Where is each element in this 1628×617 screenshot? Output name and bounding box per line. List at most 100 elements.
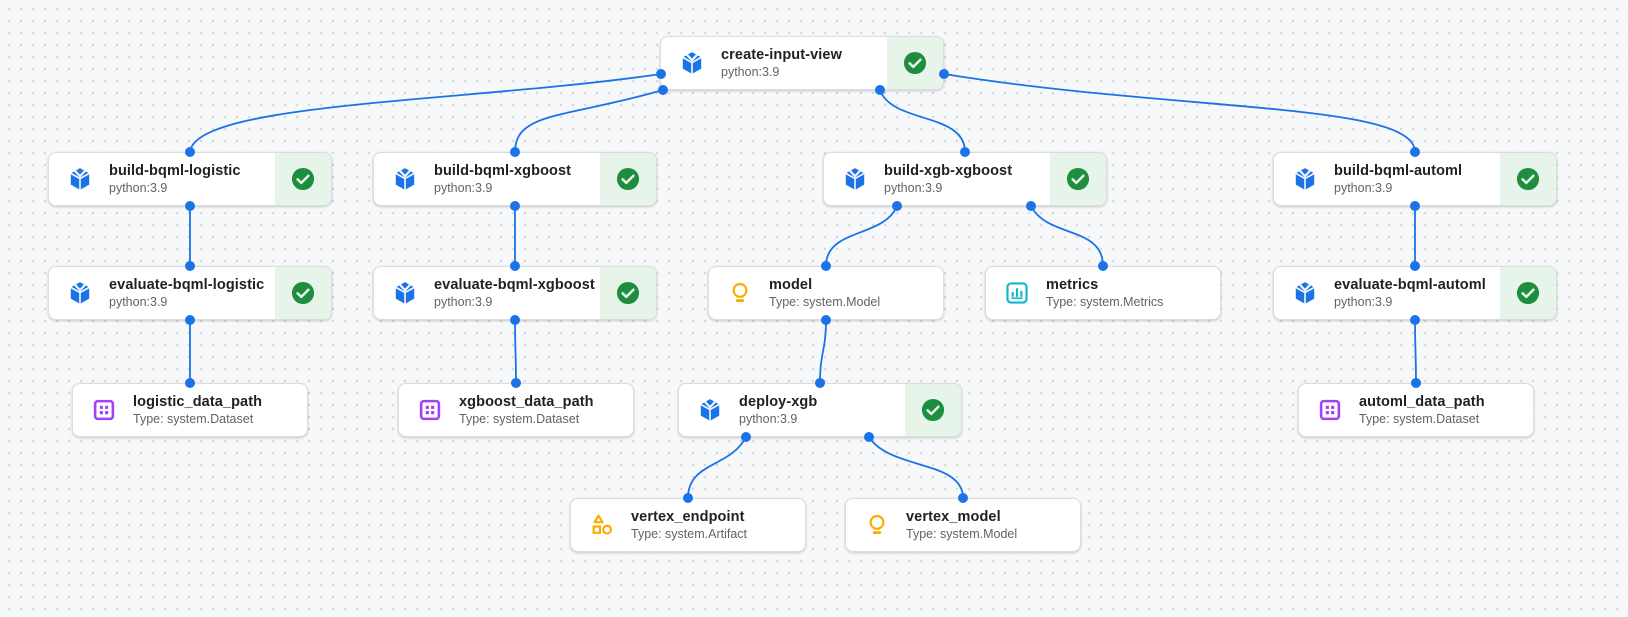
artifact-node-automl-data-path[interactable]: automl_data_path Type: system.Dataset xyxy=(1298,383,1534,437)
node-title: build-bqml-automl xyxy=(1334,163,1463,179)
cube-icon xyxy=(392,280,418,306)
node-text: automl_data_path Type: system.Dataset xyxy=(1359,394,1485,426)
node-title: xgboost_data_path xyxy=(459,394,594,410)
edge-model-to-deploy-xgb xyxy=(819,319,827,384)
node-title: vertex_endpoint xyxy=(631,509,745,525)
success-check-icon xyxy=(290,280,316,306)
artifact-node-metrics[interactable]: metrics Type: system.Metrics xyxy=(985,266,1221,320)
success-check-icon xyxy=(1065,166,1091,192)
cube-icon xyxy=(1292,166,1318,192)
node-text: build-bqml-xgboost python:3.9 xyxy=(434,163,571,195)
edge-build-xgb-xgboost-to-model xyxy=(825,205,898,267)
node-title: deploy-xgb xyxy=(739,394,818,410)
node-text: logistic_data_path Type: system.Dataset xyxy=(133,394,262,426)
success-check-icon xyxy=(290,166,316,192)
node-subtitle: Type: system.Artifact xyxy=(631,527,748,541)
node-title: build-bqml-logistic xyxy=(109,163,241,179)
artifact-node-vertex-model[interactable]: vertex_model Type: system.Model xyxy=(845,498,1081,552)
node-subtitle: Type: system.Model xyxy=(906,527,1018,541)
status-badge xyxy=(905,384,961,436)
node-text: create-input-view python:3.9 xyxy=(721,47,842,79)
artifact-shapes-icon xyxy=(589,512,615,538)
node-subtitle: python:3.9 xyxy=(434,295,493,309)
node-text: xgboost_data_path Type: system.Dataset xyxy=(459,394,594,426)
node-text: evaluate-bqml-xgboost python:3.9 xyxy=(434,277,595,309)
status-badge xyxy=(600,153,656,205)
pipeline-step-deploy-xgb[interactable]: deploy-xgb python:3.9 xyxy=(678,383,962,437)
node-subtitle: python:3.9 xyxy=(739,412,798,426)
pipeline-step-build-bqml-xgboost[interactable]: build-bqml-xgboost python:3.9 xyxy=(373,152,657,206)
success-check-icon xyxy=(615,166,641,192)
node-title: logistic_data_path xyxy=(133,394,263,410)
status-badge xyxy=(275,267,331,319)
status-badge xyxy=(1500,153,1556,205)
edge-evaluate-bqml-automl-to-automl_data_path xyxy=(1414,319,1417,384)
cube-icon xyxy=(67,280,93,306)
status-badge xyxy=(1050,153,1106,205)
cube-icon xyxy=(67,166,93,192)
edge-build-xgb-xgboost-to-metrics xyxy=(1030,205,1104,267)
edge-create-input-view-to-build-bqml-xgboost xyxy=(514,89,664,153)
cube-icon xyxy=(697,397,723,423)
node-title: build-bqml-xgboost xyxy=(434,163,572,179)
node-text: vertex_model Type: system.Model xyxy=(906,509,1017,541)
pipeline-step-evaluate-bqml-xgboost[interactable]: evaluate-bqml-xgboost python:3.9 xyxy=(373,266,657,320)
node-title: vertex_model xyxy=(906,509,1001,525)
success-check-icon xyxy=(1515,166,1541,192)
node-subtitle: python:3.9 xyxy=(1334,295,1393,309)
pipeline-step-evaluate-bqml-automl[interactable]: evaluate-bqml-automl python:3.9 xyxy=(1273,266,1557,320)
node-text: model Type: system.Model xyxy=(769,277,880,309)
pipeline-step-create-input-view[interactable]: create-input-view python:3.9 xyxy=(660,36,944,90)
artifact-node-model[interactable]: model Type: system.Model xyxy=(708,266,944,320)
node-title: create-input-view xyxy=(721,47,842,63)
status-badge xyxy=(275,153,331,205)
edge-deploy-xgb-to-vertex_model xyxy=(868,436,964,499)
node-text: deploy-xgb python:3.9 xyxy=(739,394,817,426)
dataset-icon xyxy=(417,397,443,423)
node-title: model xyxy=(769,277,813,293)
node-text: evaluate-bqml-logistic python:3.9 xyxy=(109,277,264,309)
edge-create-input-view-to-build-xgb-xgboost xyxy=(879,89,966,153)
node-title: evaluate-bqml-xgboost xyxy=(434,277,595,293)
node-subtitle: Type: system.Dataset xyxy=(133,412,254,426)
model-lightbulb-icon xyxy=(727,280,753,306)
node-subtitle: python:3.9 xyxy=(884,181,943,195)
cube-icon xyxy=(392,166,418,192)
cube-icon xyxy=(679,50,705,76)
node-text: build-bqml-automl python:3.9 xyxy=(1334,163,1462,195)
node-subtitle: Type: system.Model xyxy=(769,295,881,309)
success-check-icon xyxy=(920,397,946,423)
node-subtitle: Type: system.Dataset xyxy=(1359,412,1480,426)
status-badge xyxy=(600,267,656,319)
edge-create-input-view-to-build-bqml-automl xyxy=(943,73,1416,153)
node-title: automl_data_path xyxy=(1359,394,1485,410)
cube-icon xyxy=(1292,280,1318,306)
node-title: evaluate-bqml-logistic xyxy=(109,277,265,293)
pipeline-step-build-bqml-automl[interactable]: build-bqml-automl python:3.9 xyxy=(1273,152,1557,206)
dataset-icon xyxy=(91,397,117,423)
node-subtitle: python:3.9 xyxy=(109,295,168,309)
artifact-node-vertex-endpoint[interactable]: vertex_endpoint Type: system.Artifact xyxy=(570,498,806,552)
node-title: evaluate-bqml-automl xyxy=(1334,277,1486,293)
node-title: metrics xyxy=(1046,277,1099,293)
node-title: build-xgb-xgboost xyxy=(884,163,1013,179)
node-subtitle: Type: system.Dataset xyxy=(459,412,580,426)
artifact-node-xgboost-data-path[interactable]: xgboost_data_path Type: system.Dataset xyxy=(398,383,634,437)
pipeline-step-build-bqml-logistic[interactable]: build-bqml-logistic python:3.9 xyxy=(48,152,332,206)
status-badge xyxy=(887,37,943,89)
node-text: build-xgb-xgboost python:3.9 xyxy=(884,163,1012,195)
node-subtitle: python:3.9 xyxy=(1334,181,1393,195)
success-check-icon xyxy=(615,280,641,306)
edge-evaluate-bqml-xgboost-to-xgboost_data_path xyxy=(514,319,517,384)
success-check-icon xyxy=(1515,280,1541,306)
model-lightbulb-icon xyxy=(864,512,890,538)
node-text: vertex_endpoint Type: system.Artifact xyxy=(631,509,747,541)
artifact-node-logistic-data-path[interactable]: logistic_data_path Type: system.Dataset xyxy=(72,383,308,437)
node-subtitle: Type: system.Metrics xyxy=(1046,295,1164,309)
pipeline-step-build-xgb-xgboost[interactable]: build-xgb-xgboost python:3.9 xyxy=(823,152,1107,206)
pipeline-step-evaluate-bqml-logistic[interactable]: evaluate-bqml-logistic python:3.9 xyxy=(48,266,332,320)
cube-icon xyxy=(842,166,868,192)
node-text: metrics Type: system.Metrics xyxy=(1046,277,1163,309)
node-text: build-bqml-logistic python:3.9 xyxy=(109,163,241,195)
